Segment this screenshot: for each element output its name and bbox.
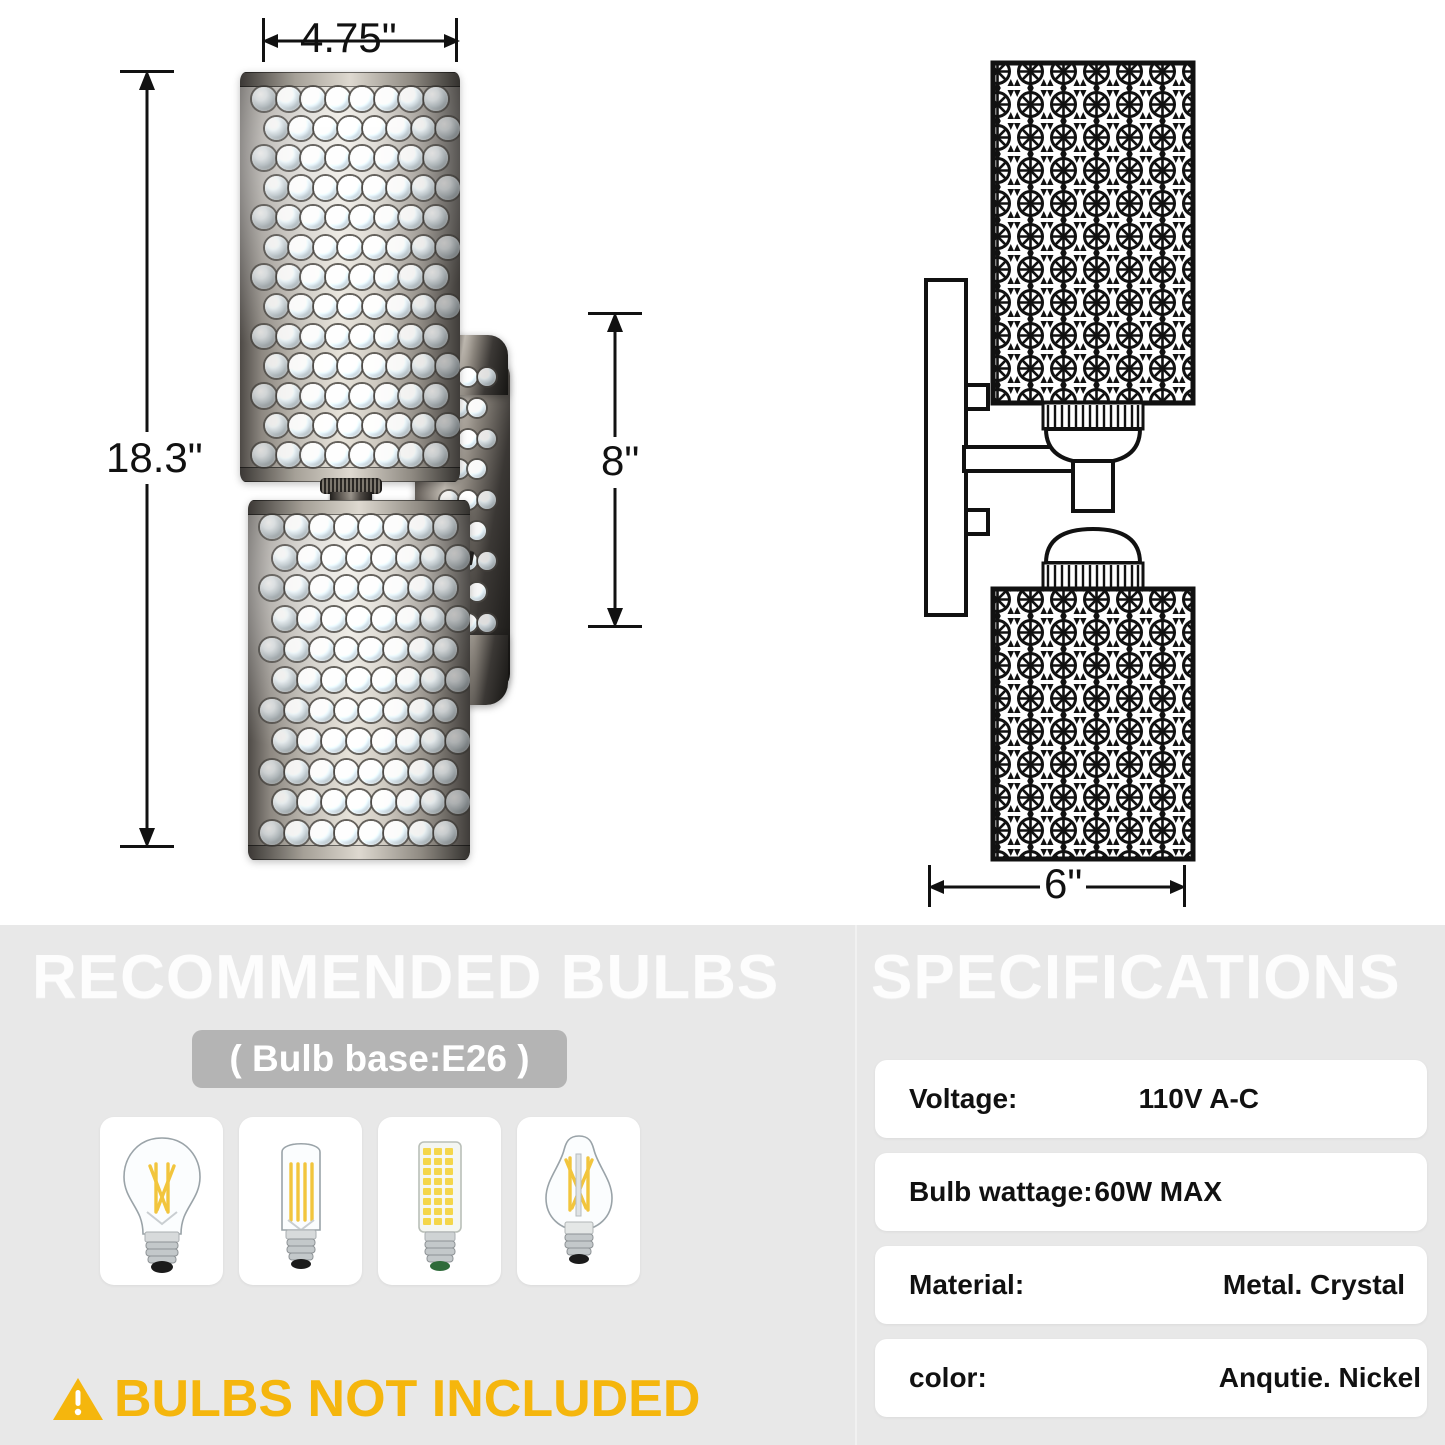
spec-value-voltage: 110V A-C: [1138, 1083, 1259, 1114]
lower-shade-top-rim: [248, 500, 470, 515]
a19-filament-bulb-icon: [122, 1136, 201, 1273]
info-panels: RECOMMENDED BULBS ( Bulb base:E26 ): [0, 925, 1445, 1445]
spec-label-color: color:: [909, 1362, 987, 1393]
dimension-arrow-up-8: [607, 312, 623, 452]
upper-socket-knurl: [320, 478, 382, 494]
lower-shade-bottom-rim: [248, 845, 470, 860]
warning-triangle-icon: [53, 1378, 103, 1420]
dimension-diagram-area: 4.75" 18.3" 8": [100, 14, 1196, 908]
dimension-label-height-partial: 8": [597, 437, 644, 485]
sconce-line-drawing: [924, 60, 1196, 862]
st64-edison-bulb-icon: [544, 1134, 613, 1264]
specifications-panel: SPECIFICATIONS Voltage: 110V A-C Bulb wa…: [857, 925, 1445, 1445]
dimension-tick-right-6: [1183, 865, 1186, 907]
recommended-bulbs-panel: RECOMMENDED BULBS ( Bulb base:E26 ): [0, 925, 855, 1445]
spec-row-color: color: Anqutie. Nickel: [875, 1339, 1427, 1417]
dimension-label-width-top: 4.75": [300, 14, 397, 61]
spec-value-material: Metal. Crystal: [1222, 1269, 1405, 1300]
warning-text: BULBS NOT INCLUDED: [114, 1370, 701, 1428]
dimension-label-width-bottom: 6": [1040, 860, 1087, 908]
lower-shade: [248, 500, 470, 860]
dimension-label-height-total: 18.3": [100, 432, 209, 484]
t45-tube-filament-bulb-icon: [280, 1142, 321, 1269]
bulbs-not-included-warning: BULBS NOT INCLUDED: [52, 1369, 700, 1429]
specifications-title: SPECIFICATIONS: [871, 943, 1401, 1012]
dimension-tick-left: [262, 18, 265, 62]
bulb-card-t45[interactable]: [239, 1117, 362, 1285]
sconce-photo: [230, 60, 590, 860]
spec-label-material: Material:: [909, 1269, 1025, 1300]
dimension-tick-left-6: [928, 865, 931, 907]
spec-row-material: Material: Metal. Crystal: [875, 1246, 1427, 1324]
recommended-bulbs-title: RECOMMENDED BULBS: [32, 943, 780, 1012]
dimension-arrow-row: [262, 34, 460, 48]
dimension-arrow-down-8: [607, 488, 623, 628]
spec-label-voltage: Voltage:: [909, 1083, 1018, 1114]
led-corn-bulb-icon: [417, 1140, 462, 1271]
panel-divider: [855, 925, 857, 1445]
spec-row-voltage: Voltage: 110V A-C: [875, 1060, 1427, 1138]
bulb-base-pill: ( Bulb base:E26 ): [192, 1030, 567, 1088]
bulb-card-a19[interactable]: [100, 1117, 223, 1285]
upper-shade-top-rim: [240, 72, 460, 87]
upper-shade: [240, 72, 460, 482]
spec-row-wattage: Bulb wattage: 60W MAX: [875, 1153, 1427, 1231]
spec-value-wattage: 60W MAX: [1094, 1176, 1222, 1207]
bulb-card-st64[interactable]: [517, 1117, 640, 1285]
spec-label-wattage: Bulb wattage:: [909, 1176, 1093, 1207]
spec-value-color: Anqutie. Nickel: [1218, 1362, 1421, 1393]
bulb-card-led-corn[interactable]: [378, 1117, 501, 1285]
